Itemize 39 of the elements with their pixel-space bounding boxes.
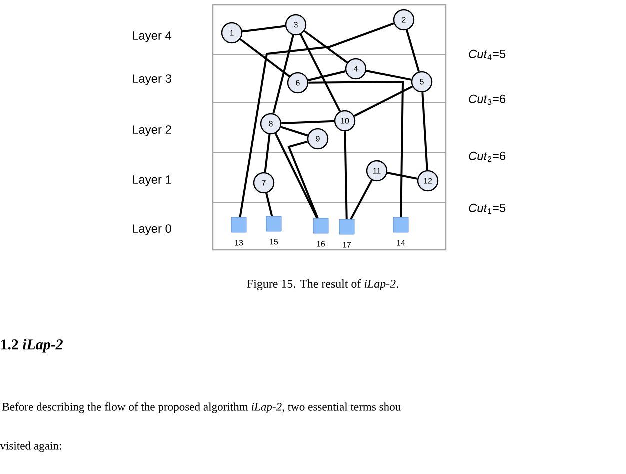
graph-edge (422, 92, 428, 170)
graph-edge (264, 134, 271, 173)
graph-edge (308, 70, 346, 82)
layer-label: Layer 0 (133, 224, 172, 236)
graph-edge (242, 25, 286, 33)
graph-edge (274, 133, 318, 219)
layer-label: Layer 4 (133, 32, 172, 42)
layer-label: Layer 2 (133, 126, 172, 136)
graph-edge (387, 172, 418, 180)
terminal-square (266, 216, 282, 232)
graph-edge (366, 70, 412, 81)
terminal-square (313, 218, 329, 234)
layer-label: Layer 1 (133, 176, 172, 186)
cut-label: Cut$_{4}$=5 (469, 50, 506, 60)
graph-edge (350, 180, 373, 220)
terminal-square (393, 217, 409, 233)
terminal-square (339, 219, 355, 235)
body-text: visited again: (0, 442, 62, 452)
graph-edge (288, 140, 319, 219)
graph-edge (240, 38, 290, 78)
cut-label: Cut$_{1}$=5 (469, 204, 506, 214)
graph-edge (282, 120, 334, 125)
figure-caption: Figure 15. The result of iLap-2. (247, 279, 398, 290)
section-heading: 1.2 iLap-2 (1, 339, 63, 353)
graph-edge (266, 193, 274, 217)
body-text: Before describing the flow of the proposed algorithm iLap-2, two essential terms shou (2, 402, 401, 414)
graph-edge (272, 35, 294, 114)
graph-edge (280, 126, 308, 137)
graph-edge (354, 86, 413, 118)
layer-label: Layer 3 (133, 74, 172, 86)
graph-edge (300, 34, 342, 112)
cut-label: Cut$_{3}$=6 (469, 94, 506, 106)
cut-label: Cut$_{2}$=6 (469, 152, 506, 162)
graph-edge (406, 30, 420, 72)
terminal-square (231, 217, 247, 233)
graph-edge (239, 22, 394, 218)
graph-edge (304, 30, 348, 64)
graph-edge (308, 80, 404, 218)
graph-edge (344, 132, 348, 220)
